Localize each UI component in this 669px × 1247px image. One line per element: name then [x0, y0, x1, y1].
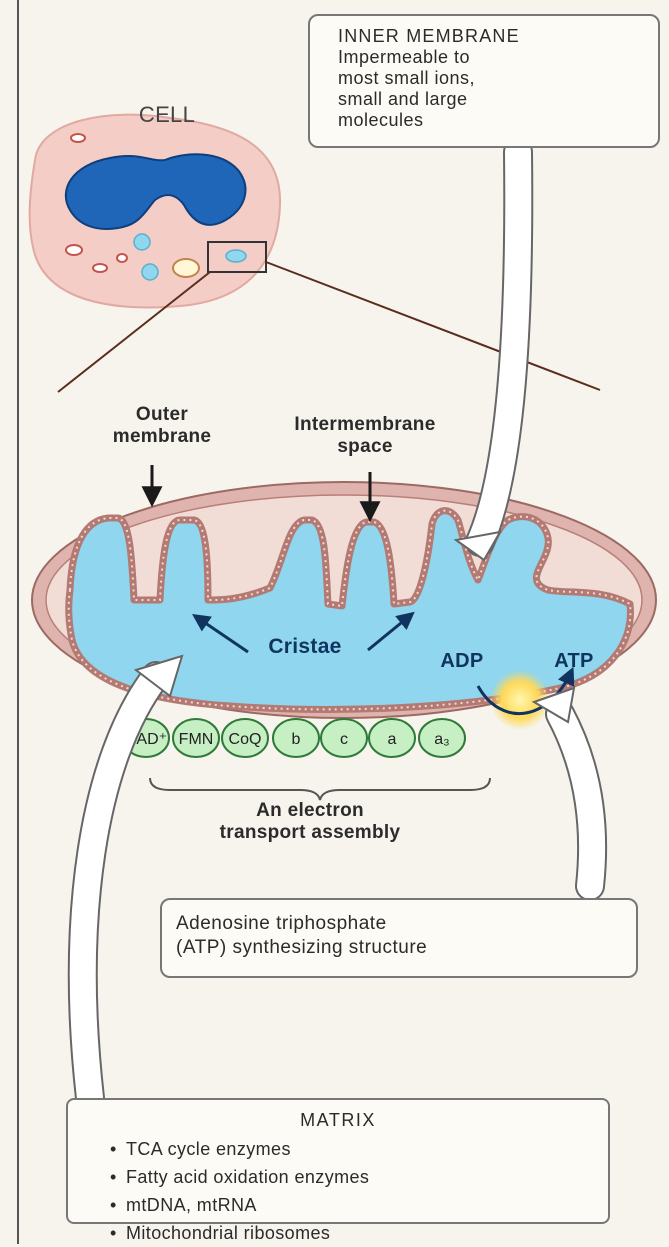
- atp-synthase-line: (ATP) synthesizing structure: [176, 936, 636, 960]
- cristae-label: Cristae: [240, 636, 370, 658]
- inner-membrane-title: INNER MEMBRANE: [338, 26, 648, 47]
- matrix-list: TCA cycle enzymes Fatty acid oxidation e…: [110, 1135, 608, 1247]
- vesicle: [71, 134, 85, 142]
- atp-label: ATP: [544, 650, 604, 672]
- matrix-item: Mitochondrial ribosomes: [110, 1219, 608, 1247]
- adp-label: ADP: [432, 650, 492, 672]
- chain-complex-label: a: [388, 731, 397, 748]
- matrix-item: mtDNA, mtRNA: [110, 1191, 608, 1219]
- inner-membrane-line: Impermeable to: [338, 47, 648, 68]
- outer-membrane-label-line: membrane: [84, 426, 240, 448]
- zoom-line-right: [266, 262, 600, 390]
- inner-membrane-line: most small ions,: [338, 68, 648, 89]
- mitochondrion-small: [134, 234, 150, 250]
- matrix-box: MATRIX TCA cycle enzymes Fatty acid oxid…: [66, 1098, 610, 1224]
- chain-brace: [150, 778, 490, 800]
- chain-complex-label: a₃: [434, 731, 449, 748]
- intermembrane-label: Intermembrane space: [240, 414, 490, 458]
- matrix-title: MATRIX: [68, 1110, 608, 1131]
- chain-complex-label: b: [292, 731, 301, 748]
- vesicle: [66, 245, 82, 255]
- mitochondrion-small: [226, 250, 246, 262]
- intermembrane-label-line: space: [240, 436, 490, 458]
- intermembrane-label-line: Intermembrane: [240, 414, 490, 436]
- outer-membrane-label-line: Outer: [84, 404, 240, 426]
- atp-synthase-box: Adenosine triphosphate (ATP) synthesizin…: [160, 898, 638, 978]
- electron-transport-label-line: transport assembly: [160, 822, 460, 844]
- vesicle: [93, 264, 107, 272]
- chain-complex-label: CoQ: [229, 731, 262, 748]
- inner-membrane-box: INNER MEMBRANE Impermeable to most small…: [308, 14, 660, 148]
- cell-label: CELL: [112, 104, 222, 126]
- chain-complex-label: FMN: [179, 731, 214, 748]
- electron-transport-label: An electron transport assembly: [160, 800, 460, 844]
- chain-complex-label: c: [340, 731, 348, 748]
- matrix-item: Fatty acid oxidation enzymes: [110, 1163, 608, 1191]
- atp-synthase-line: Adenosine triphosphate: [176, 912, 636, 936]
- vesicle: [117, 254, 127, 262]
- mitochondrion-small: [142, 264, 158, 280]
- inner-membrane-line: molecules: [338, 110, 648, 131]
- inner-membrane-line: small and large: [338, 89, 648, 110]
- outer-membrane-label: Outer membrane: [84, 404, 240, 448]
- cell-illustration: [30, 115, 280, 308]
- vesicle: [173, 259, 199, 277]
- electron-transport-label-line: An electron: [160, 800, 460, 822]
- matrix-item: TCA cycle enzymes: [110, 1135, 608, 1163]
